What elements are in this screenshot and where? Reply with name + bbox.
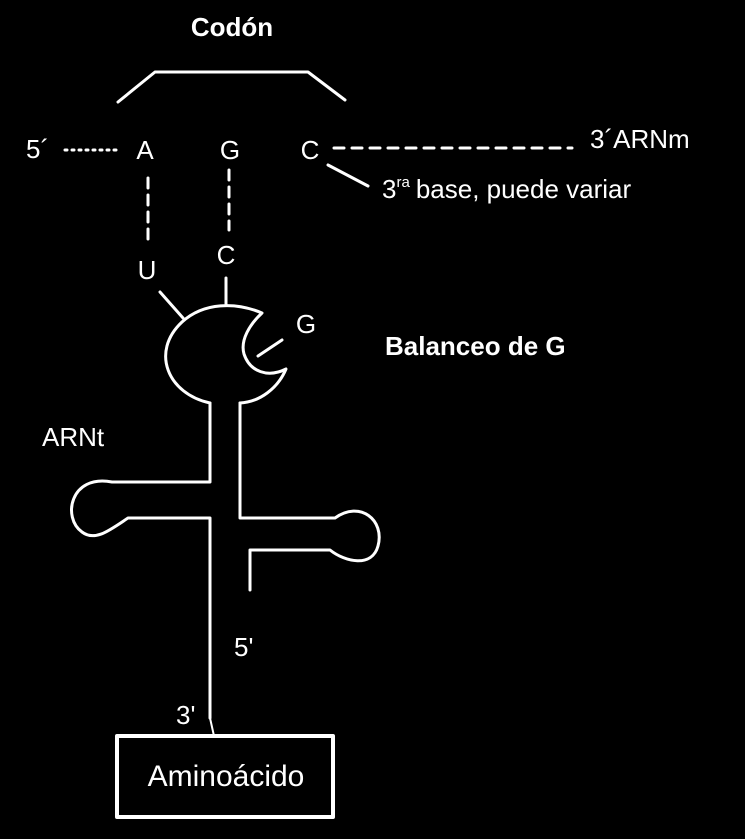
mrna-five-prime-label: 5´ [26,134,49,164]
mrna-base-a: A [136,135,154,165]
trna-three-prime-end [209,717,215,737]
stub-u [158,290,185,320]
stub-g [256,338,284,358]
trna-label: ARNt [42,422,105,452]
anticodon-loop [164,304,288,405]
amino-acid-box [115,734,335,819]
anticodon-base-g: G [296,309,316,339]
codon-label: Codón [191,12,273,42]
anticodon-base-u: U [138,255,157,285]
anticodon-base-c: C [217,240,236,270]
mrna-base-c: C [301,135,320,165]
trna-three-prime-label: 3' [176,700,195,730]
codon-bracket [116,70,347,104]
wobble-label: Balanceo de G [385,331,566,361]
mrna-base-g: G [220,135,240,165]
amino-acid-label: Aminoácido [148,760,305,793]
trna-right-strand [238,401,381,592]
third-base-pointer [326,163,370,188]
mrna-three-prime-label: 3´ARNm [590,124,690,154]
trna-molecule [70,276,381,737]
trna-left-strand [70,401,212,720]
trna-five-prime-label: 5' [234,632,253,662]
